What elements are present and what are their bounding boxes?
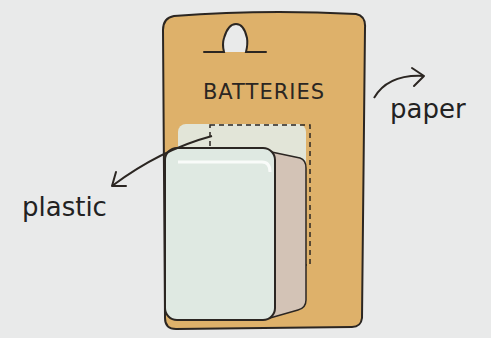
plastic-blister bbox=[178, 124, 306, 310]
battery-front bbox=[165, 148, 275, 320]
arrow-head bbox=[412, 68, 424, 86]
paper-card bbox=[158, 8, 370, 332]
leader-arrow bbox=[112, 136, 212, 186]
card-title: BATTERIES bbox=[178, 80, 350, 104]
paper-card-node: BATTERIES bbox=[158, 8, 370, 332]
part-label: paper bbox=[390, 94, 466, 124]
highlight bbox=[178, 162, 270, 172]
battery-side bbox=[262, 150, 306, 318]
arrow-head bbox=[112, 172, 126, 186]
leader-arrow bbox=[374, 76, 424, 98]
part-label: plastic bbox=[22, 192, 107, 222]
dashed-outline bbox=[210, 125, 310, 265]
